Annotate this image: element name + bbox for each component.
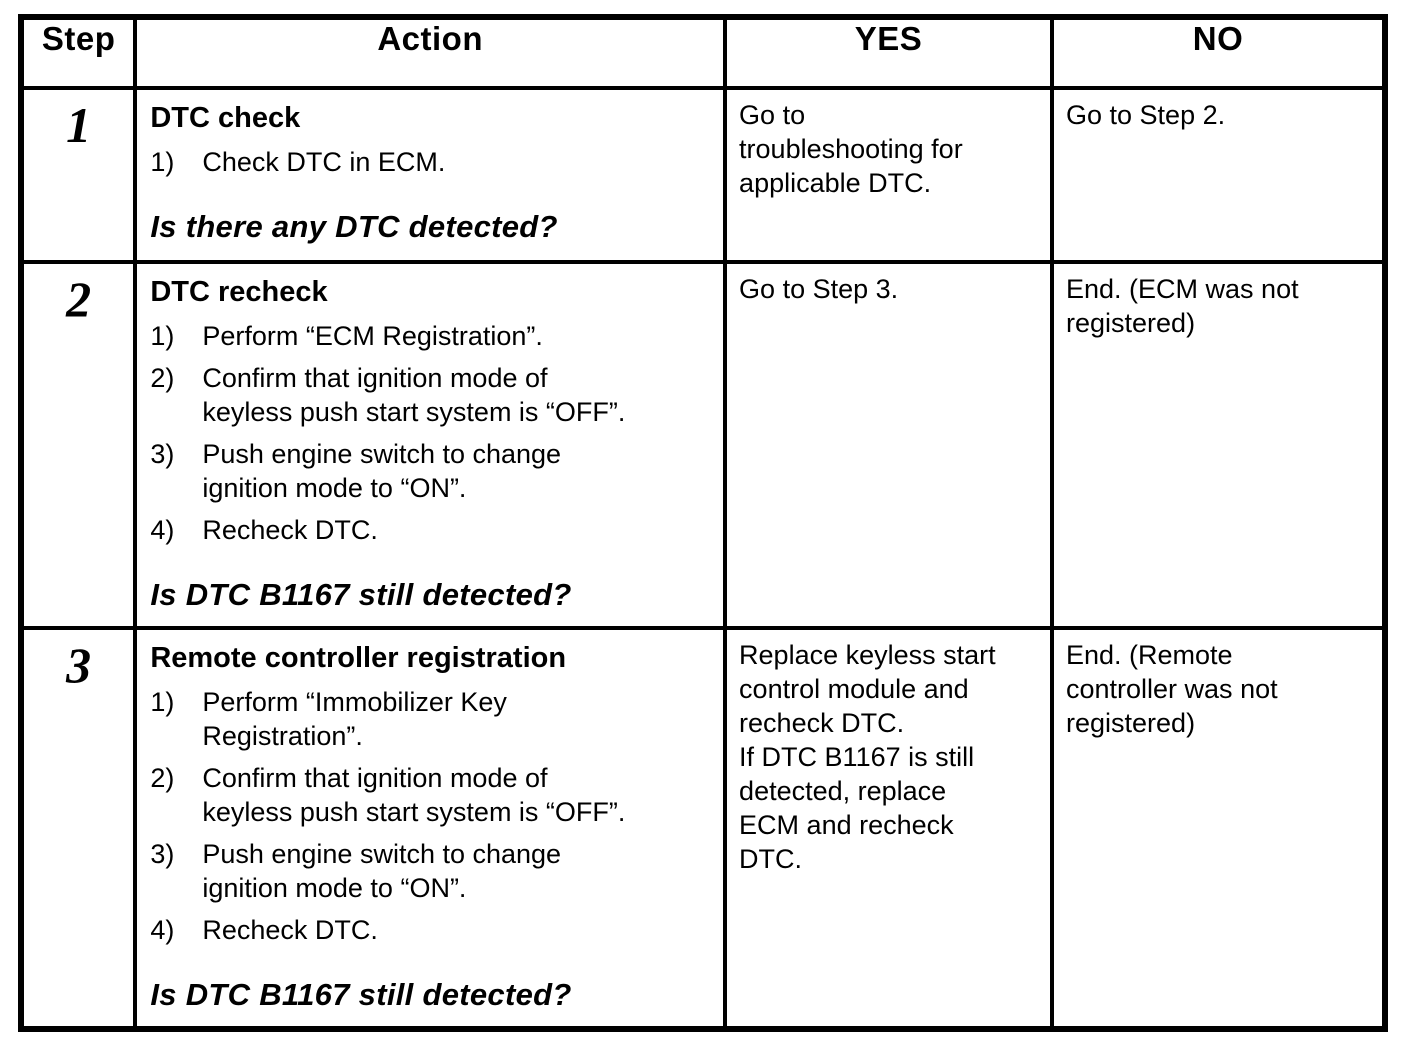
action-cell: Remote controller registration 1) Perfor…: [133, 625, 728, 1032]
action-title: DTC check: [150, 101, 301, 134]
step-number: 2: [18, 259, 138, 630]
action-list-item: 3) Push engine switch to change ignition…: [150, 437, 711, 505]
action-list: 1) Perform “Immobilizer Key Registration…: [150, 685, 711, 947]
item-number: 3): [150, 838, 175, 869]
action-list-item: 3) Push engine switch to change ignition…: [150, 837, 711, 905]
action-list-item: 2) Confirm that ignition mode of keyless…: [150, 361, 711, 429]
action-list: 1) Check DTC in ECM.: [150, 145, 711, 179]
item-text: Confirm that ignition mode of keyless pu…: [202, 762, 626, 827]
no-cell: End. (Remote controller was not register…: [1050, 625, 1387, 1032]
action-question: Is DTC B1167 still detected?: [150, 576, 572, 612]
table-row: 1 DTC check 1) Check DTC in ECM. Is ther…: [18, 85, 1387, 264]
troubleshooting-table: Step Action YES NO 1 DTC check 1) Check …: [18, 14, 1388, 1032]
item-number: 3): [150, 438, 175, 469]
item-number: 4): [150, 514, 175, 545]
item-number: 4): [150, 914, 175, 945]
step-number: 1: [18, 85, 138, 264]
table-row: 2 DTC recheck 1) Perform “ECM Registrati…: [18, 259, 1387, 630]
step-number: 3: [18, 625, 138, 1032]
action-title: Remote controller registration: [150, 641, 567, 674]
column-header-no: NO: [1050, 15, 1387, 90]
item-text: Perform “Immobilizer Key Registration”.: [202, 686, 507, 751]
item-number: 2): [150, 362, 175, 393]
column-header-action: Action: [133, 15, 728, 90]
action-question: Is DTC B1167 still detected?: [150, 976, 572, 1012]
yes-cell: Replace keyless start control module and…: [723, 625, 1054, 1032]
yes-cell: Go to Step 3.: [723, 259, 1054, 630]
item-number: 1): [150, 146, 175, 177]
no-cell: Go to Step 2.: [1050, 85, 1387, 264]
action-cell: DTC check 1) Check DTC in ECM. Is there …: [133, 85, 728, 264]
yes-cell: Go to troubleshooting for applicable DTC…: [723, 85, 1054, 264]
column-header-yes: YES: [723, 15, 1054, 90]
item-text: Recheck DTC.: [202, 514, 378, 545]
item-text: Recheck DTC.: [202, 914, 378, 945]
table-row: 3 Remote controller registration 1) Perf…: [18, 625, 1387, 1032]
action-list: 1) Perform “ECM Registration”. 2) Confir…: [150, 319, 711, 547]
table-header-row: Step Action YES NO: [18, 15, 1387, 90]
no-cell: End. (ECM was not registered): [1050, 259, 1387, 630]
item-number: 1): [150, 686, 175, 717]
action-list-item: 1) Check DTC in ECM.: [150, 145, 711, 179]
column-header-step: Step: [18, 15, 138, 90]
action-list-item: 1) Perform “Immobilizer Key Registration…: [150, 685, 711, 753]
item-text: Confirm that ignition mode of keyless pu…: [202, 362, 626, 427]
item-number: 2): [150, 762, 175, 793]
action-title: DTC recheck: [150, 275, 328, 308]
action-question: Is there any DTC detected?: [150, 208, 558, 244]
item-text: Perform “ECM Registration”.: [202, 320, 543, 351]
item-text: Push engine switch to change ignition mo…: [202, 438, 562, 503]
action-list-item: 2) Confirm that ignition mode of keyless…: [150, 761, 711, 829]
item-text: Push engine switch to change ignition mo…: [202, 838, 562, 903]
action-list-item: 4) Recheck DTC.: [150, 913, 711, 947]
action-list-item: 1) Perform “ECM Registration”.: [150, 319, 711, 353]
action-list-item: 4) Recheck DTC.: [150, 513, 711, 547]
action-cell: DTC recheck 1) Perform “ECM Registration…: [133, 259, 728, 630]
item-text: Check DTC in ECM.: [202, 146, 446, 177]
item-number: 1): [150, 320, 175, 351]
